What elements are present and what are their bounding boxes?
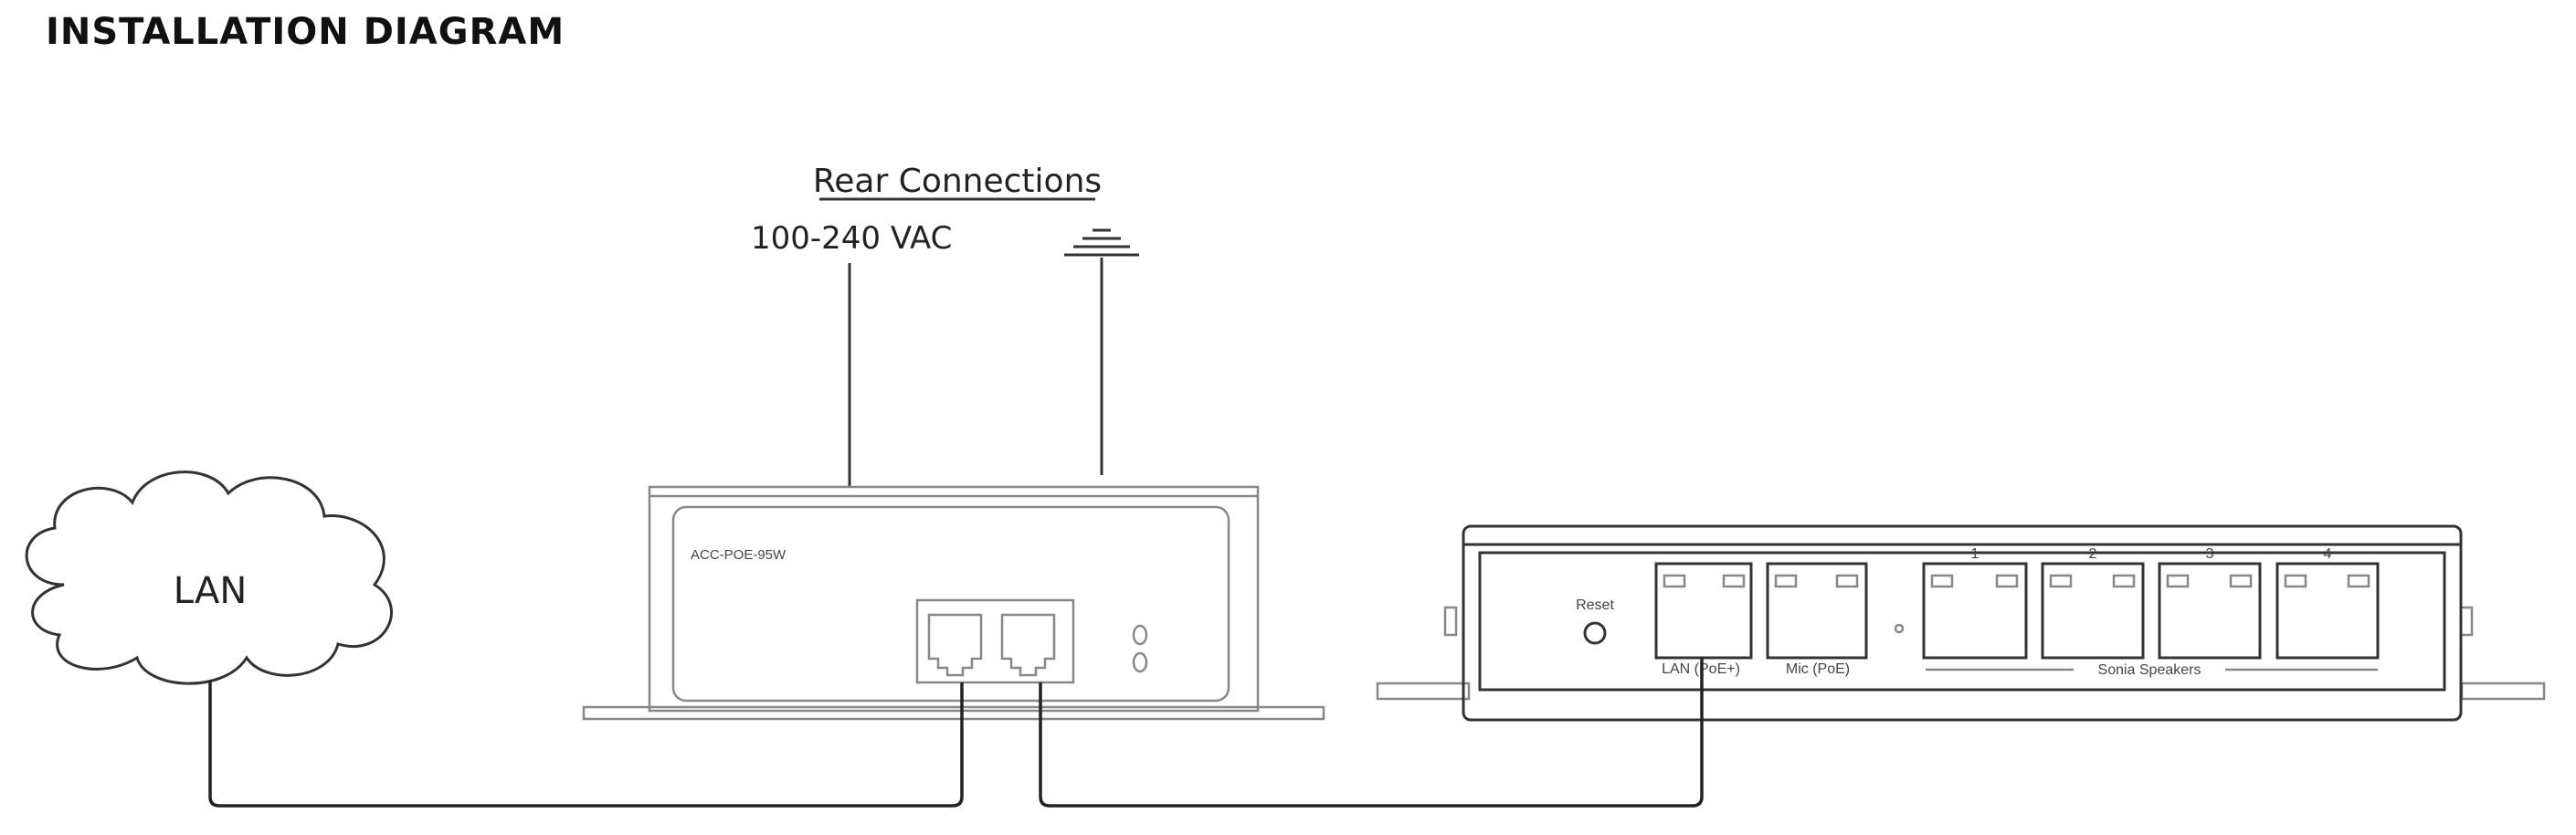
ground-symbol-icon [1064, 228, 1139, 257]
speaker-port-2 [2041, 562, 2145, 660]
speaker-port-3 [2158, 562, 2262, 660]
poe-data-in-port [927, 613, 983, 677]
lan-poe-port [1654, 562, 1753, 660]
poe-injector: ACC-POE-95W [582, 485, 1325, 721]
status-led [1894, 623, 1905, 634]
poe-port-block [915, 598, 1075, 684]
injector-to-hub-cable [1039, 658, 1704, 808]
lan-to-injector-cable [208, 681, 964, 808]
reset-button[interactable] [1583, 621, 1607, 645]
cloud-label: LAN [174, 570, 248, 612]
speaker-group-label: Sonia Speakers [2098, 662, 2201, 678]
speaker-port-number: 4 [2324, 546, 2332, 562]
poe-poe-out-port [1000, 613, 1056, 677]
speaker-port-1 [1922, 562, 2028, 660]
page-title: INSTALLATION DIAGRAM [46, 11, 565, 53]
speaker-port-number: 2 [2089, 546, 2097, 562]
speaker-port-4 [2275, 562, 2380, 660]
led-indicator [1132, 624, 1148, 646]
speaker-port-number: 3 [2206, 546, 2214, 562]
rear-connections-heading: Rear Connections [813, 163, 1102, 200]
poe-model-label: ACC-POE-95W [691, 547, 787, 563]
speaker-port-number: 1 [1971, 546, 1980, 562]
led-indicator [1132, 651, 1148, 673]
mic-port-label: Mic (PoE) [1786, 661, 1850, 677]
mic-poe-port [1766, 562, 1868, 660]
lan-cloud: LAN [25, 470, 393, 685]
power-label: 100-240 VAC [751, 220, 952, 257]
hub-device: Reset LAN (PoE+) Mic (PoE) 1 2 3 4 Sonia… [1376, 524, 2546, 722]
reset-label: Reset [1576, 597, 1614, 613]
